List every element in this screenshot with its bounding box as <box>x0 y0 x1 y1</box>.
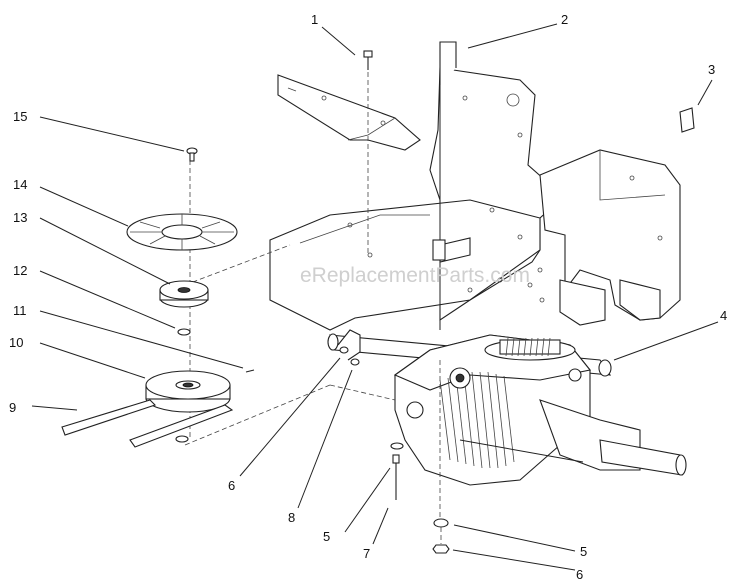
control-rod <box>432 41 457 330</box>
main-frame <box>269 67 561 331</box>
cooling-fins <box>439 371 515 469</box>
callout-3: 3 <box>708 62 715 77</box>
top-bracket <box>277 74 421 151</box>
callout-9: 9 <box>9 400 16 415</box>
belt <box>61 399 234 448</box>
washer-12 <box>177 328 191 336</box>
callout-labels: 1 2 3 4 5 5 6 6 7 8 9 10 11 12 13 14 15 <box>9 12 727 582</box>
spring <box>505 337 551 357</box>
callout-8: 8 <box>288 510 295 525</box>
callout-13: 13 <box>13 210 27 225</box>
transaxle <box>393 334 687 520</box>
key-11 <box>245 369 255 373</box>
callout-2: 2 <box>561 12 568 27</box>
callout-5a: 5 <box>323 529 330 544</box>
callout-11: 11 <box>13 303 27 318</box>
pulley <box>145 370 231 413</box>
bolt-1 <box>363 50 373 255</box>
callout-6b: 6 <box>576 567 583 582</box>
callout-7: 7 <box>363 546 370 561</box>
side-frame <box>539 149 681 326</box>
callout-10: 10 <box>9 335 23 350</box>
callout-12: 12 <box>13 263 27 278</box>
screw-15 <box>186 147 198 162</box>
pulley-washer <box>175 435 189 443</box>
hardware <box>390 442 450 554</box>
callout-14: 14 <box>13 177 27 192</box>
leader-lines <box>31 23 719 571</box>
hub <box>159 280 209 308</box>
decal-tag <box>679 107 695 133</box>
callout-15: 15 <box>13 109 27 124</box>
callout-4: 4 <box>720 308 727 323</box>
callout-6a: 6 <box>228 478 235 493</box>
callout-5b: 5 <box>580 544 587 559</box>
callout-1: 1 <box>311 12 318 27</box>
watermark: eReplacementParts.com <box>300 264 530 287</box>
fan <box>126 213 238 251</box>
belt-guide <box>337 329 361 366</box>
